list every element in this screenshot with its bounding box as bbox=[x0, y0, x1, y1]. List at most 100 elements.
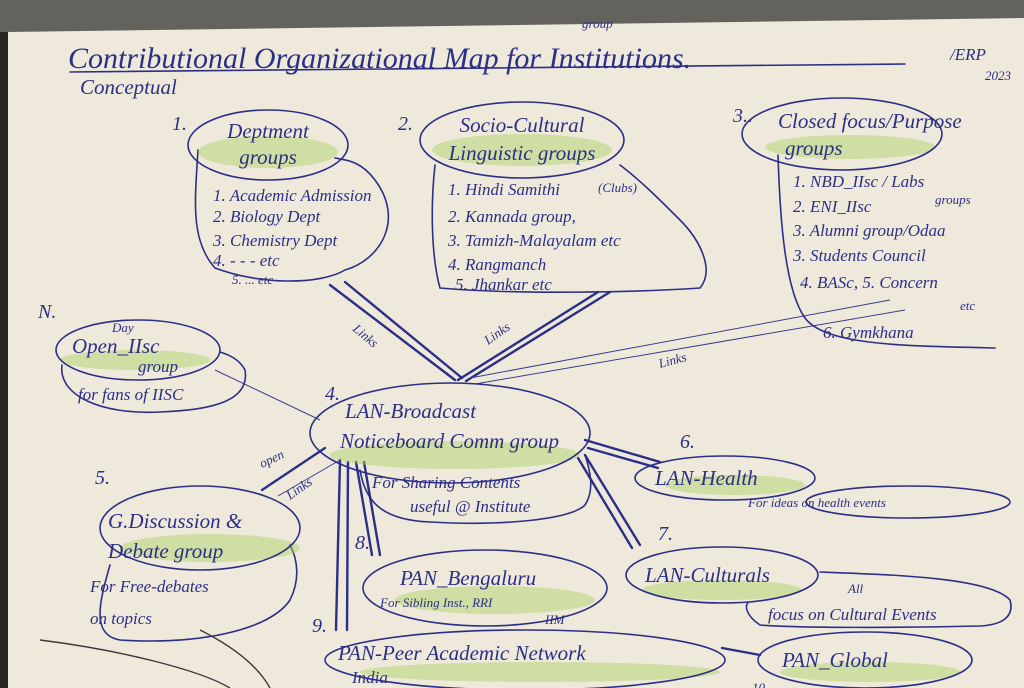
node-description: focus on Cultural Events bbox=[768, 605, 937, 624]
list-item: 4. Rangmanch bbox=[448, 255, 546, 274]
edge-peer-global bbox=[720, 646, 762, 657]
list-item: 5. ... etc bbox=[232, 272, 273, 287]
node-ellipse bbox=[757, 631, 973, 688]
node-pan-peer-academic: 9. PAN-Peer Academic Network India bbox=[312, 615, 726, 688]
node-title: Open_IIsc bbox=[72, 334, 160, 358]
node-title: groups bbox=[239, 145, 297, 169]
list-item: 6. Gymkhana bbox=[823, 323, 914, 342]
node-description: For ideas on health events bbox=[747, 495, 886, 510]
node-box bbox=[61, 351, 247, 414]
node-dept-groups: 1. Deptment groups 1. Academic Admission… bbox=[172, 109, 390, 287]
list-item: 1. Academic Admission bbox=[213, 186, 372, 205]
edge-dept-broadcast bbox=[328, 280, 464, 382]
node-ellipse bbox=[309, 382, 591, 484]
title-underline bbox=[69, 63, 906, 73]
node-description: All bbox=[847, 581, 864, 596]
node-ellipse bbox=[99, 485, 301, 571]
node-box bbox=[431, 164, 707, 293]
node-title: PAN_Global bbox=[781, 648, 888, 672]
node-ellipse bbox=[741, 97, 943, 171]
list-item: 2. Biology Dept bbox=[213, 207, 321, 226]
node-debate-group: 5. G.Discussion & Debate group For Free-… bbox=[89, 467, 301, 642]
node-title: Debate group bbox=[107, 539, 223, 563]
notebook-edge bbox=[0, 32, 8, 688]
node-title: LAN-Broadcast bbox=[344, 399, 477, 423]
highlight bbox=[60, 350, 210, 370]
highlight bbox=[330, 441, 580, 469]
node-number: 8. bbox=[355, 532, 370, 554]
node-number: 7. bbox=[658, 523, 673, 545]
node-ellipse bbox=[187, 109, 349, 181]
highlight bbox=[198, 136, 338, 168]
highlight bbox=[665, 475, 805, 495]
list-item: 1. NBD_IIsc / Labs bbox=[793, 172, 925, 191]
node-socio-cultural: 2. Socio-Cultural Linguistic groups (Clu… bbox=[398, 101, 707, 294]
highlight bbox=[120, 534, 300, 562]
node-number: 9. bbox=[312, 615, 327, 637]
node-box bbox=[805, 485, 1011, 519]
highlight bbox=[360, 662, 720, 682]
highlight bbox=[395, 586, 595, 614]
node-ellipse bbox=[362, 549, 608, 627]
list-item: 3. Tamizh-Malayalam etc bbox=[447, 231, 621, 250]
node-box bbox=[745, 571, 1012, 629]
edge-debate-broadcast bbox=[260, 446, 327, 492]
node-description: IIM bbox=[544, 612, 566, 627]
list-item: 3. Alumni group/Odaa bbox=[792, 221, 946, 240]
title-block: Contributional Organizational Map for In… bbox=[68, 16, 1012, 99]
edge-debate-link bbox=[277, 459, 341, 497]
node-ellipse bbox=[324, 629, 726, 688]
node-description: useful @ Institute bbox=[410, 497, 531, 516]
node-title: Socio-Cultural bbox=[460, 113, 585, 137]
node-title: Linguistic groups bbox=[448, 141, 596, 165]
title-insert: group bbox=[582, 16, 613, 31]
node-title: Noticeboard Comm group bbox=[339, 429, 559, 453]
node-ellipse bbox=[625, 546, 819, 604]
edge-broadcast-culturals bbox=[576, 453, 642, 550]
node-pan-bengaluru: 8. PAN_Bengaluru For Sibling Inst., RRI … bbox=[355, 532, 608, 627]
highlight bbox=[780, 662, 960, 682]
node-number: 2. bbox=[398, 113, 413, 135]
year: 2023 bbox=[985, 68, 1012, 83]
node-title: LAN-Culturals bbox=[644, 563, 770, 587]
node-note: (Clubs) bbox=[598, 180, 637, 195]
node-number: 3.. bbox=[732, 105, 753, 127]
highlight bbox=[765, 135, 935, 159]
node-description: for fans of IISC bbox=[78, 385, 184, 404]
edge-closed-broadcast bbox=[469, 299, 906, 385]
node-title: LAN-Health bbox=[654, 466, 758, 490]
highlight bbox=[432, 134, 612, 166]
node-box bbox=[194, 149, 390, 282]
node-description: on topics bbox=[90, 609, 152, 628]
list-item: 4. - - - etc bbox=[213, 251, 280, 270]
node-note: Day bbox=[111, 320, 134, 335]
list-item: 2. Kannada group, bbox=[448, 207, 576, 226]
node-box bbox=[99, 544, 298, 642]
node-number: 10. bbox=[752, 680, 768, 688]
node-number: 1. bbox=[172, 113, 187, 135]
node-description: For Sharing Contents bbox=[371, 473, 521, 492]
list-item: 3. Chemistry Dept bbox=[212, 231, 338, 250]
node-title: G.Discussion & bbox=[108, 509, 243, 533]
node-pan-global: PAN_Global 10. bbox=[752, 631, 973, 688]
edge-broadcast-pan bbox=[334, 458, 382, 632]
node-ellipse bbox=[419, 101, 625, 179]
node-title: Closed focus/Purpose bbox=[778, 109, 962, 133]
list-item: 1. Hindi Samithi bbox=[448, 180, 560, 199]
edge-socio-broadcast bbox=[456, 290, 612, 383]
edge-open-broadcast bbox=[214, 369, 321, 421]
edge-broadcast-health bbox=[583, 438, 662, 470]
node-lan-culturals: 7. LAN-Culturals All focus on Cultural E… bbox=[625, 523, 1012, 629]
node-lan-health: 6. LAN-Health For ideas on health events bbox=[634, 431, 1011, 519]
node-box bbox=[777, 154, 996, 349]
node-box bbox=[359, 454, 592, 524]
node-title: PAN_Bengaluru bbox=[399, 566, 536, 590]
node-open-iisc: N. Day Open_IIsc group for fans of IISC bbox=[37, 301, 247, 414]
author-mark: /ERP bbox=[949, 45, 986, 64]
list-item: 5. Jhankar etc bbox=[455, 275, 552, 294]
node-description: India bbox=[351, 668, 388, 687]
title-text: Contributional Organizational Map for In… bbox=[68, 42, 691, 75]
node-title: PAN-Peer Academic Network bbox=[337, 641, 586, 665]
